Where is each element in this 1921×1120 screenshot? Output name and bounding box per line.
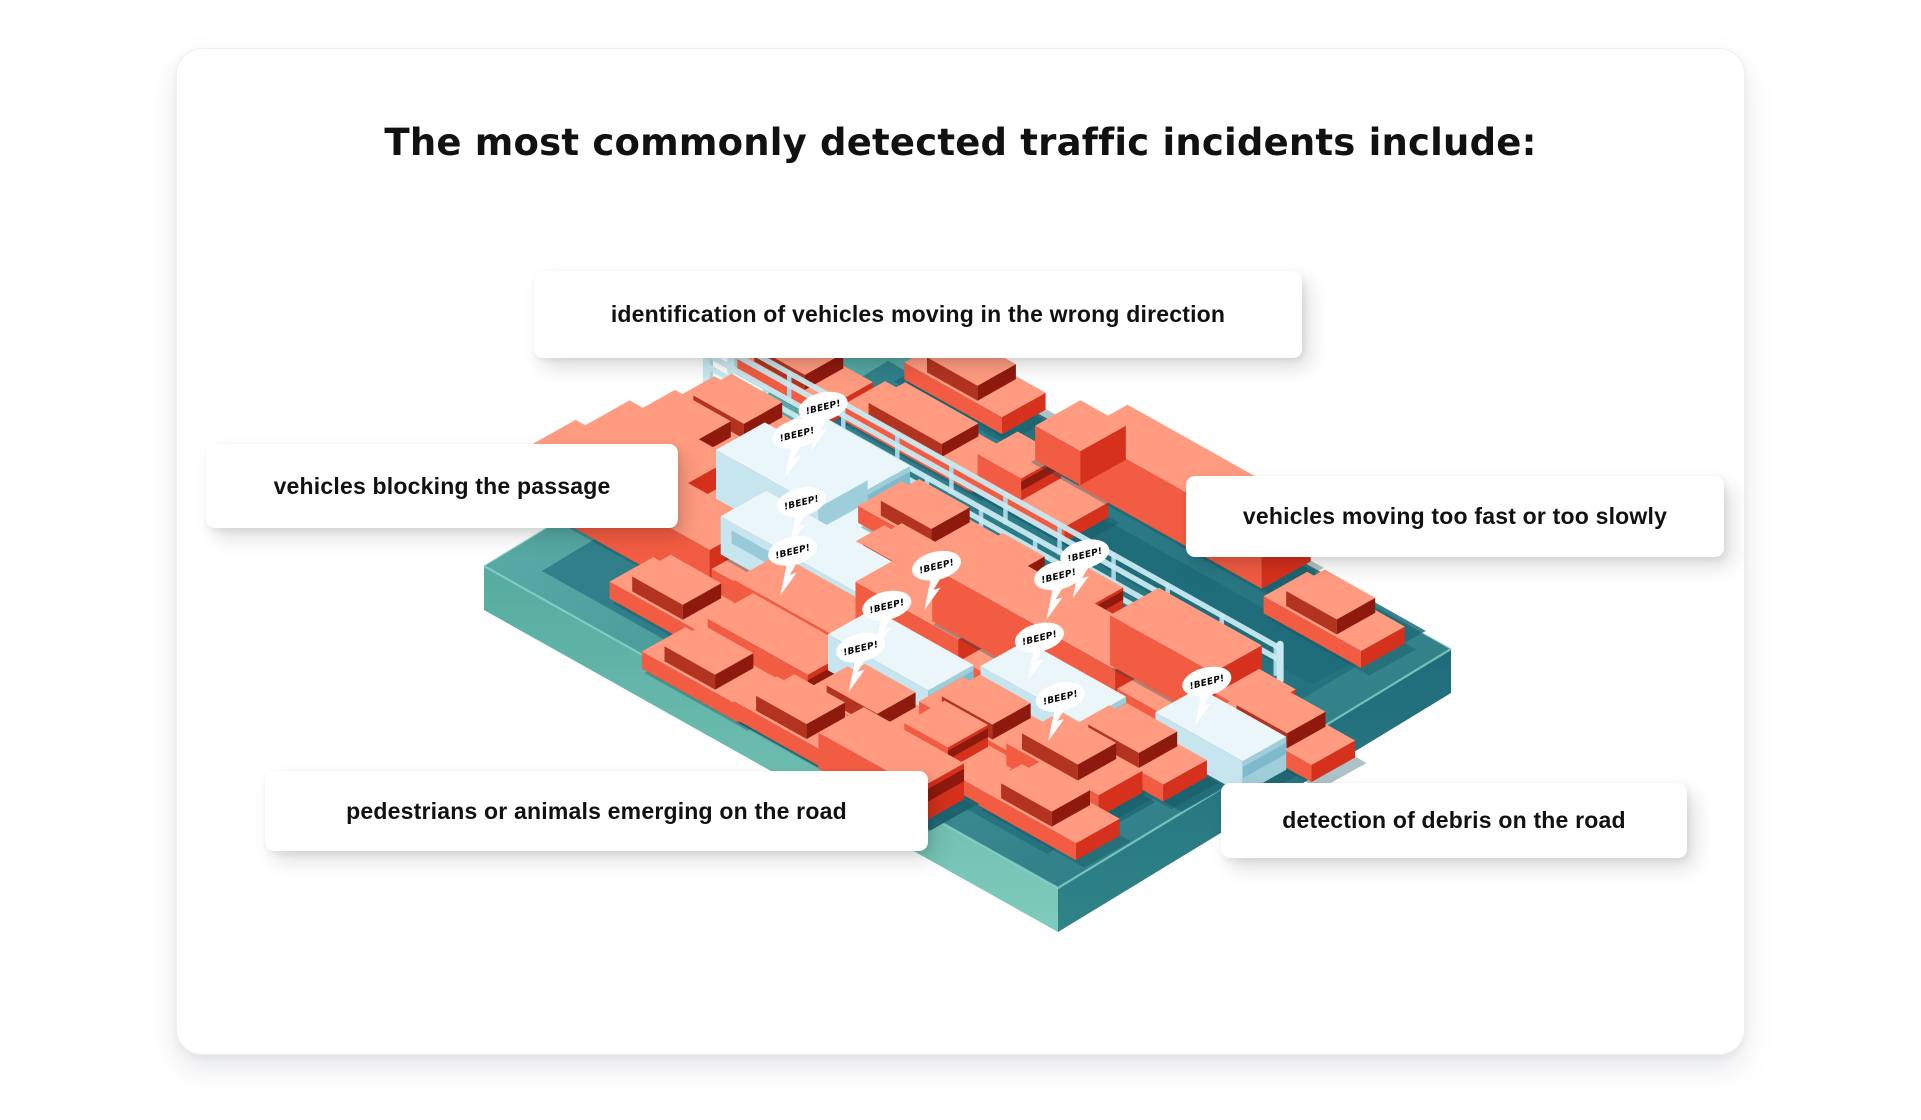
beep-bubble: !BEEP! <box>1034 560 1084 620</box>
beep-bubble: !BEEP! <box>768 535 818 595</box>
callout-label: pedestrians or animals emerging on the r… <box>346 797 847 824</box>
beep-bubble: !BEEP! <box>1182 666 1232 726</box>
beep-bubble: !BEEP! <box>772 418 822 478</box>
callout-label: detection of debris on the road <box>1282 807 1626 833</box>
beep-bubble: !BEEP! <box>836 632 886 692</box>
beep-bubbles: !BEEP!!BEEP!!BEEP!!BEEP!!BEEP!!BEEP!!BEE… <box>768 391 1232 741</box>
callout-speed-anomaly: vehicles moving too fast or too slowly <box>1186 476 1724 557</box>
beep-bubble: !BEEP! <box>862 590 912 650</box>
page-title: The most commonly detected traffic incid… <box>384 121 1537 164</box>
beep-bubble: !BEEP! <box>1035 682 1085 741</box>
callout-blocking-passage: vehicles blocking the passage <box>206 444 678 528</box>
guardrail-bar <box>728 337 1283 652</box>
ghost-vehicle-minibus <box>1155 687 1298 802</box>
callout-label: vehicles blocking the passage <box>273 472 611 499</box>
callout-debris: detection of debris on the road <box>1221 783 1687 858</box>
callout-label: identification of vehicles moving in the… <box>610 301 1226 327</box>
infographic-card: The most commonly detected traffic incid… <box>176 48 1745 1055</box>
vehicle-sedan <box>1263 569 1417 676</box>
beep-bubble: !BEEP! <box>912 550 962 610</box>
vehicle-sedan <box>978 761 1131 868</box>
callout-wrong-direction: identification of vehicles moving in the… <box>534 271 1302 358</box>
callout-pedestrians-animals: pedestrians or animals emerging on the r… <box>265 771 928 851</box>
beep-bubble: !BEEP! <box>1014 622 1064 682</box>
callout-label: vehicles moving too fast or too slowly <box>1242 503 1668 529</box>
